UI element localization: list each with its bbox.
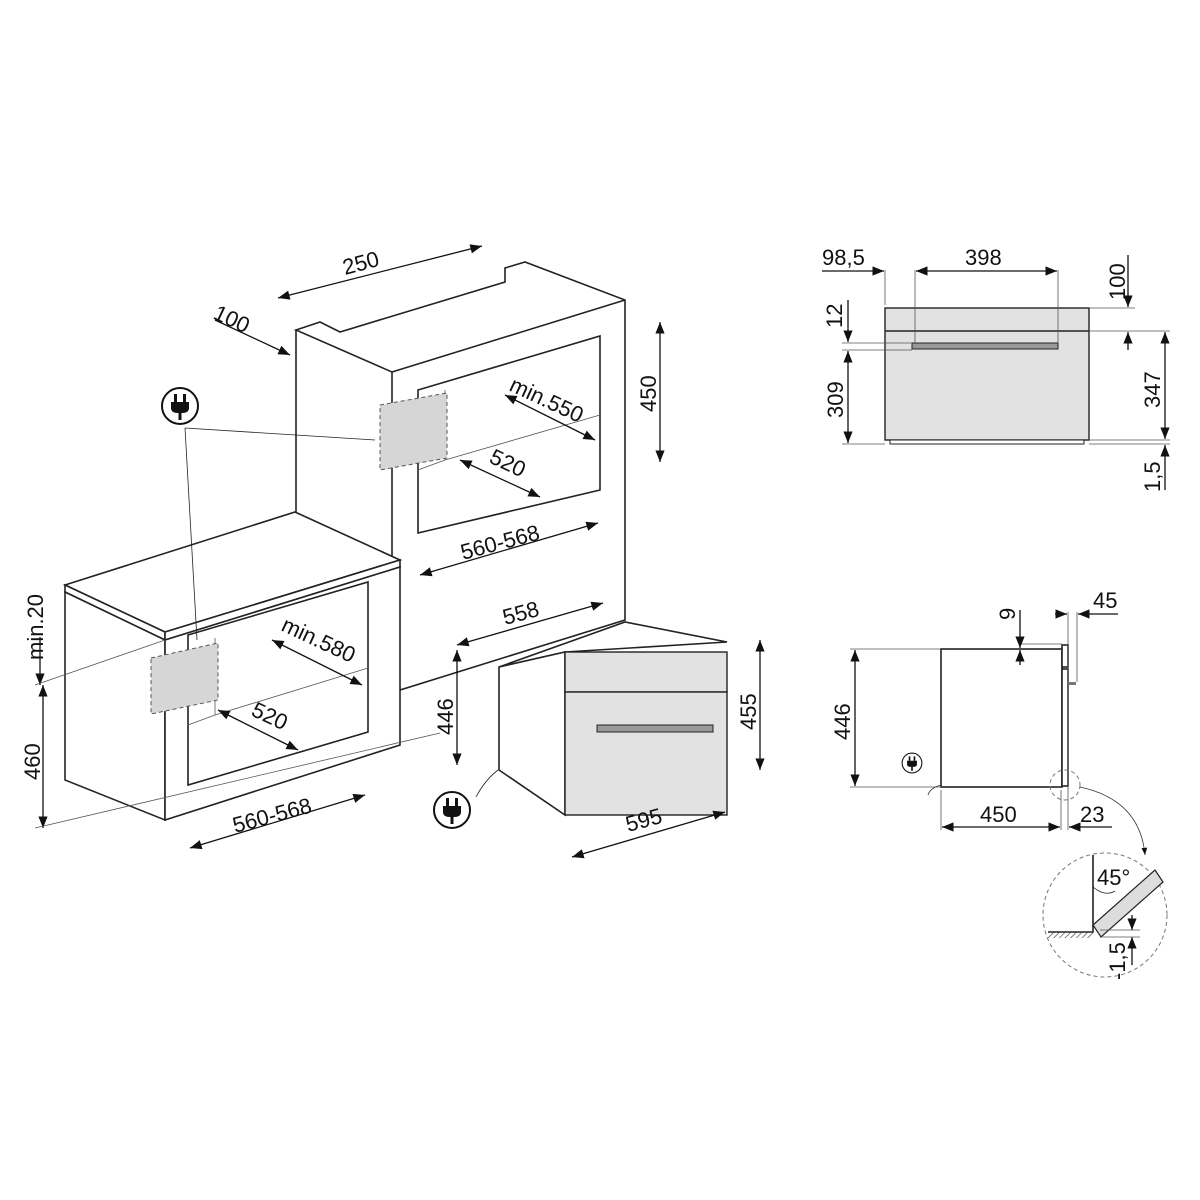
dim-side-446: 446 [830, 703, 855, 740]
dim-app-455: 455 [736, 693, 761, 730]
side-view [850, 612, 1148, 856]
dim-lower-460: 460 [20, 743, 45, 780]
power-plug-icon [433, 791, 471, 829]
dim-lower-width: 560-568 [230, 793, 314, 838]
dim-side-9: 9 [995, 608, 1020, 620]
dim-upper-250: 250 [340, 246, 382, 280]
socket-area-upper [379, 392, 448, 471]
detail-offset: -1,5 [1105, 942, 1130, 980]
dim-side-23: 23 [1080, 802, 1104, 827]
dim-front-309: 309 [823, 381, 848, 418]
dim-upper-100: 100 [210, 300, 254, 338]
lower-cabinet [62, 511, 403, 822]
dim-front-100: 100 [1105, 263, 1130, 300]
dim-front-12: 12 [822, 304, 847, 328]
detail-45-bevel [1042, 852, 1168, 978]
dim-app-446: 446 [433, 698, 458, 735]
power-plug-icon [901, 752, 923, 774]
dim-front-98-5: 98,5 [822, 245, 865, 270]
appliance-iso [475, 621, 728, 817]
detail-angle: 45° [1097, 865, 1130, 890]
dim-upper-450: 450 [636, 375, 661, 412]
socket-area-lower [150, 642, 219, 715]
power-plug-icon [161, 387, 199, 425]
dim-side-450: 450 [980, 802, 1017, 827]
front-view [842, 270, 1170, 445]
dim-front-398: 398 [965, 245, 1002, 270]
dim-front-347: 347 [1140, 371, 1165, 408]
dim-side-45: 45 [1093, 588, 1117, 613]
dim-front-1-5: 1,5 [1140, 461, 1165, 492]
dim-lower-min20: min.20 [23, 594, 48, 660]
